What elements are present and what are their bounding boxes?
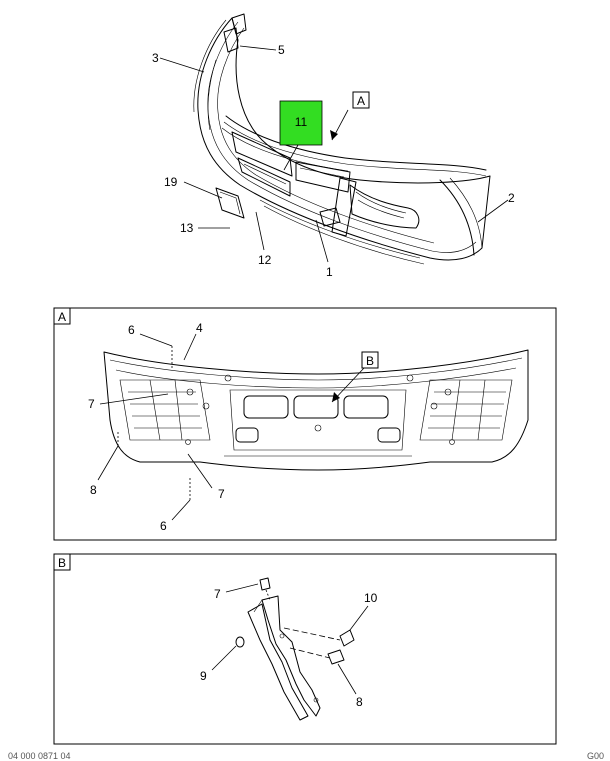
callout-8-b: 8 — [356, 695, 363, 709]
callout-7-left: 7 — [88, 397, 95, 411]
callout-6-top: 6 — [128, 323, 135, 337]
callout-6-bottom: 6 — [160, 519, 167, 533]
callout-9: 9 — [200, 669, 207, 683]
callout-11: 11 — [295, 115, 308, 129]
callout-2: 2 — [508, 191, 515, 205]
top-leaders — [159, 45, 509, 263]
callout-11-highlight — [279, 100, 323, 146]
panel-a: A — [53, 307, 557, 541]
sheet-code: G00 — [587, 751, 604, 761]
bumper-assembly — [193, 13, 491, 265]
callout-5: 5 — [278, 43, 285, 57]
panel-a-label: A — [58, 310, 66, 324]
callout-10: 10 — [364, 591, 378, 605]
callout-19: 19 — [164, 175, 178, 189]
callout-7-bottom: 7 — [218, 487, 225, 501]
callout-12: 12 — [258, 253, 272, 267]
view-b-marker: B — [366, 354, 374, 368]
callout-1: 1 — [326, 265, 333, 279]
callout-3: 3 — [152, 51, 159, 65]
panel-a-fasteners — [185, 374, 455, 445]
view-a-marker — [352, 91, 370, 109]
callout-a: A — [357, 94, 365, 108]
callout-8: 8 — [90, 483, 97, 497]
drawing-number: 04 000 0871 04 — [8, 751, 71, 761]
panel-b-label: B — [58, 556, 66, 570]
callout-4: 4 — [196, 321, 203, 335]
callout-7-b: 7 — [214, 587, 221, 601]
panel-b: B 7 10 9 8 — [53, 553, 557, 745]
callout-13: 13 — [180, 221, 194, 235]
